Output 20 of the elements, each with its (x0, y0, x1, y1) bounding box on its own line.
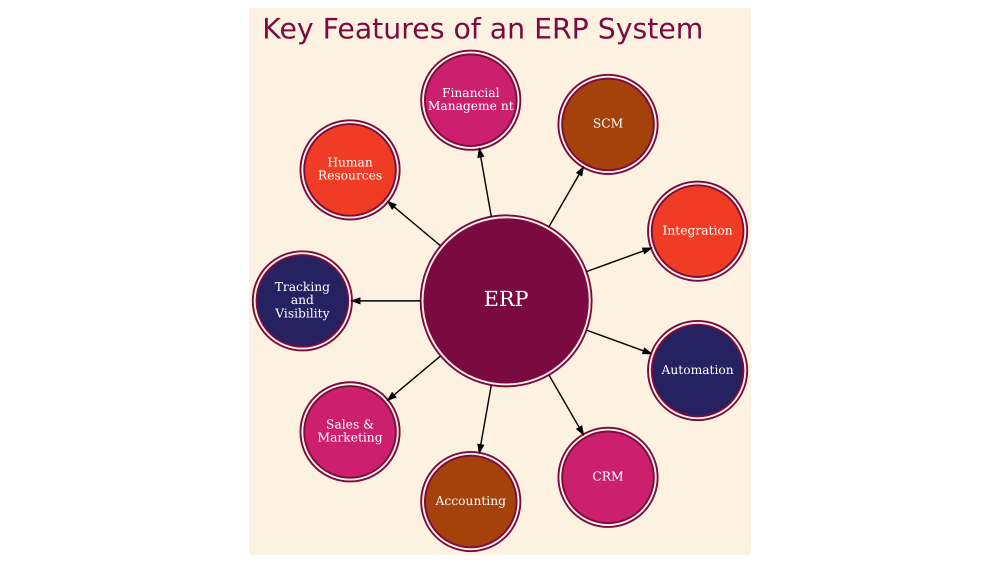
node-circle: Sales & Marketing (300, 381, 401, 482)
arrow (586, 248, 653, 272)
node-circle: Automation (647, 320, 748, 422)
node-circle: Tracking and Visibility (252, 250, 353, 352)
arrow (386, 200, 441, 246)
arrow (477, 384, 492, 455)
arrow (548, 166, 584, 228)
node-circle: Integration (647, 180, 748, 282)
diagram-title: Key Features of an ERP System (262, 12, 704, 46)
node-circle: Financial Manageme nt (420, 50, 522, 151)
node-circle: SCM (557, 74, 659, 175)
arrow (548, 374, 584, 436)
node-circle: Accounting (420, 450, 522, 552)
node-circle: Human Resources (300, 119, 401, 220)
node-circle: CRM (557, 426, 659, 528)
arrow (477, 147, 492, 217)
arrow (350, 297, 421, 305)
arrow (386, 356, 441, 402)
arrow (586, 329, 653, 354)
node-circle: ERP (420, 214, 593, 388)
